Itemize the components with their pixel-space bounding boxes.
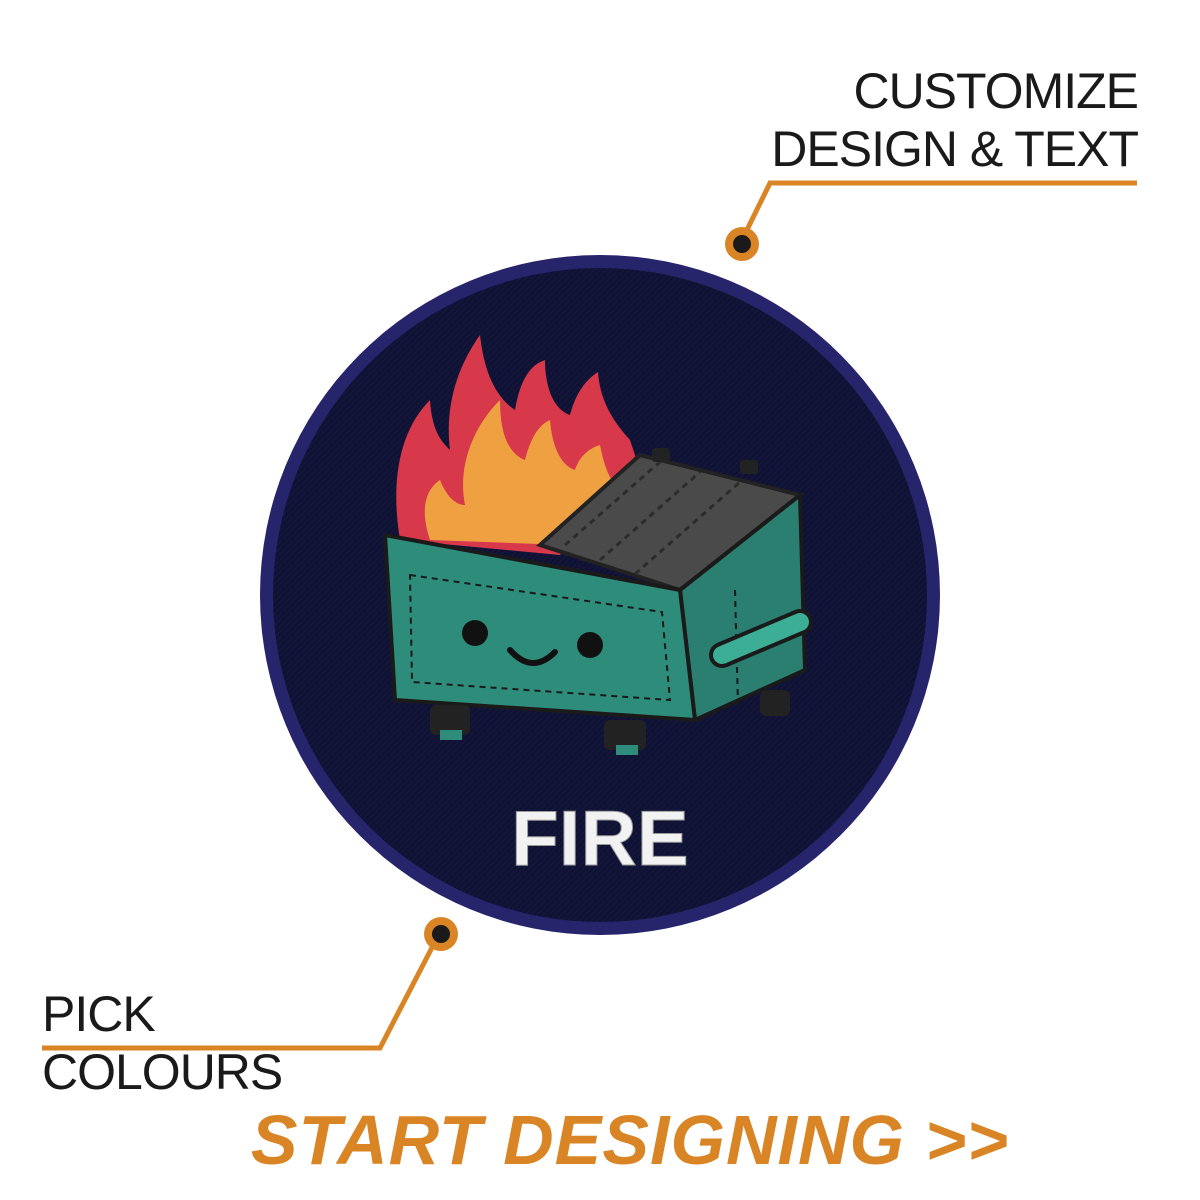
pick-colours-callout: PICK COLOURS (42, 986, 283, 1100)
smile (507, 647, 558, 666)
bottom-leader-line (42, 934, 441, 1051)
right-eye (577, 632, 603, 658)
start-designing-label[interactable]: START DESIGNING >> (250, 1101, 1010, 1179)
patch-text[interactable]: FIRE (511, 794, 690, 883)
left-eye (462, 620, 488, 646)
top-leader-line (739, 180, 1137, 242)
dumpster-front (382, 532, 698, 723)
customize-callout-line1: CUSTOMIZE (853, 63, 1139, 119)
flame-inner (424, 400, 620, 545)
customize-callout: CUSTOMIZE DESIGN & TEXT (718, 62, 1139, 178)
dumpster-fire-icon (382, 335, 813, 755)
customize-callout-line2: DESIGN & TEXT (771, 121, 1139, 177)
start-designing-button[interactable]: START DESIGNING >> (0, 1100, 1200, 1180)
